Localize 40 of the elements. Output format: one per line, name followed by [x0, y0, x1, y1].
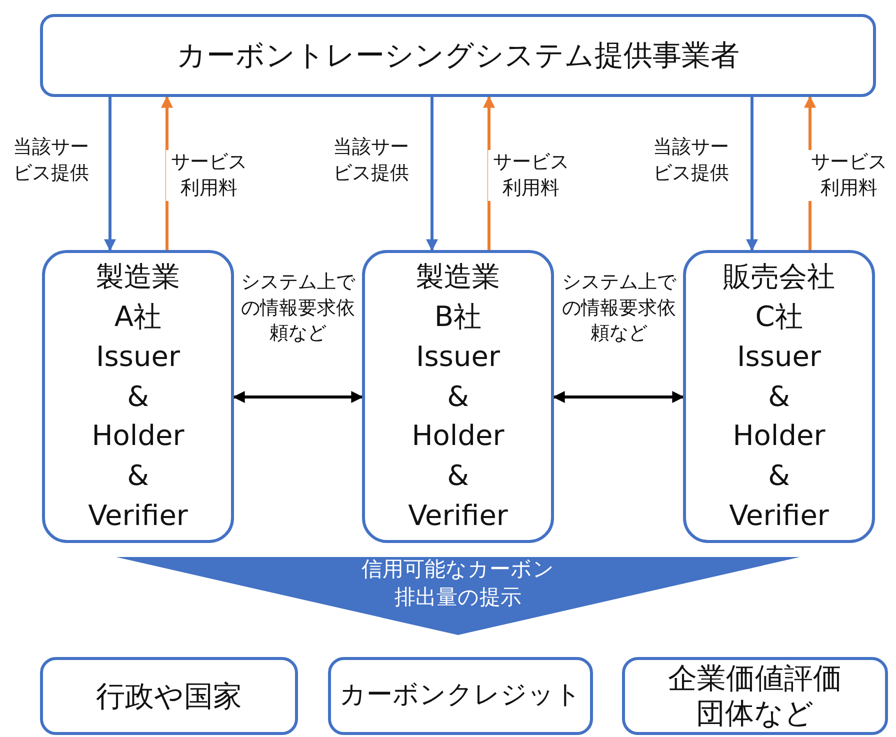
node-label: Verifier: [729, 498, 829, 534]
rounded-box: [622, 657, 888, 735]
arrow: [104, 97, 116, 252]
node-label: &: [768, 378, 790, 415]
rounded-box: [42, 250, 234, 543]
node-label: &: [127, 378, 149, 415]
node-label: &: [447, 378, 469, 415]
node-label: Issuer: [96, 338, 180, 375]
rounded-box: [362, 250, 554, 543]
node-label: Holder: [732, 418, 826, 454]
arrow: [483, 96, 495, 250]
node-label: B社: [434, 299, 482, 336]
node-label: Verifier: [88, 498, 188, 534]
node-label: C社: [755, 299, 803, 336]
node-label: 販売会社: [723, 259, 835, 296]
node-label: &: [768, 458, 790, 494]
node-label: カーボンクレジット: [340, 680, 582, 712]
arrow: [746, 97, 758, 252]
rounded-box: [40, 14, 876, 97]
shape-label: 信用可能なカーボン排出量の提示: [360, 556, 556, 611]
node-label: A社: [114, 299, 162, 336]
node-label: カーボントレーシングシステム提供事業者: [176, 38, 740, 73]
double-arrow: [232, 391, 364, 403]
arrow: [426, 97, 438, 252]
node-label: 行政や国家: [96, 678, 242, 714]
node-label: Issuer: [737, 338, 821, 375]
node-label: Holder: [92, 418, 184, 454]
node-label: Verifier: [408, 498, 508, 534]
node-label: 製造業: [96, 259, 180, 296]
rounded-box: [40, 657, 298, 735]
rounded-box: [328, 657, 593, 735]
node-label: Issuer: [416, 338, 500, 375]
node-label: 企業価値評価団体など: [667, 661, 843, 731]
rounded-box: [683, 250, 875, 543]
node-label: &: [127, 458, 149, 494]
node-label: 製造業: [416, 259, 500, 296]
arrow: [161, 96, 173, 250]
node-label: &: [447, 458, 469, 494]
double-arrow: [552, 391, 684, 403]
node-label: Holder: [412, 418, 504, 454]
